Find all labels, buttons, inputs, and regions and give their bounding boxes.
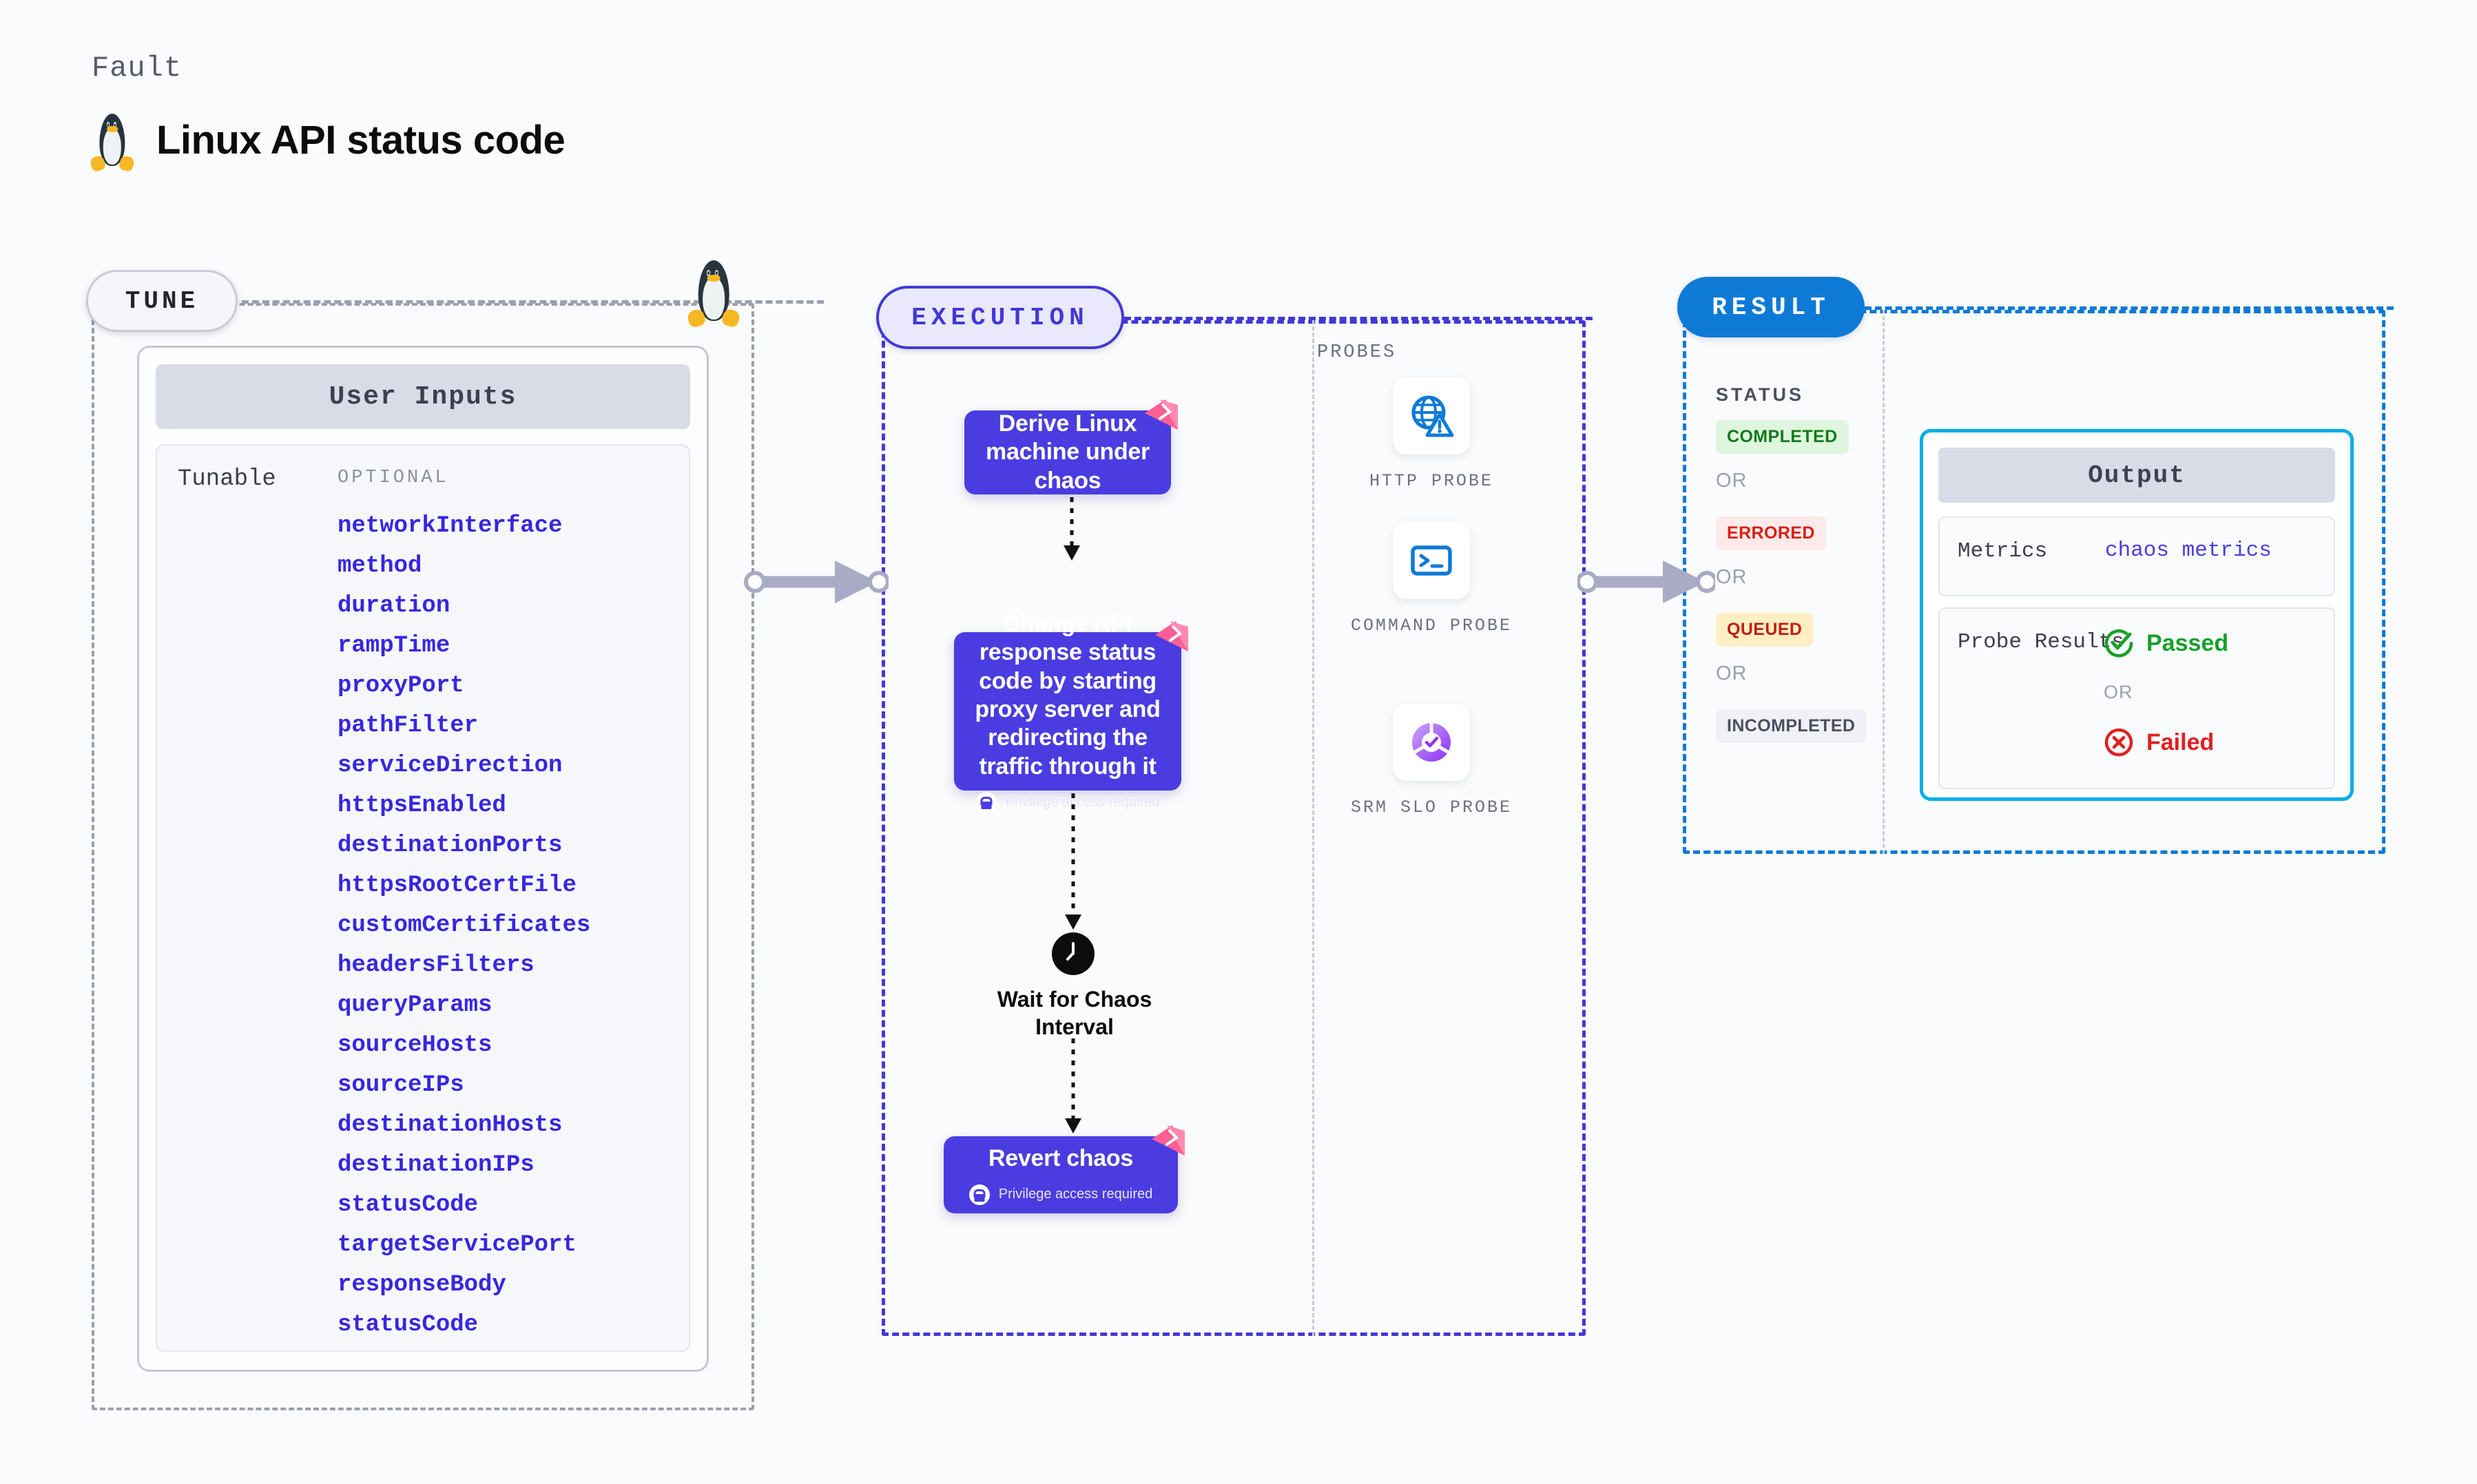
lock-icon <box>968 1184 990 1205</box>
privilege-note-text: Privilege access required <box>1005 794 1160 810</box>
linux-penguin-icon <box>89 110 136 173</box>
tunable-param[interactable]: proxyPort <box>338 673 464 699</box>
execution-step-revert-text: Revert chaos <box>988 1145 1133 1172</box>
tune-panel: TUNE User Inputs Tunable OPTIONAL networ… <box>86 270 824 1410</box>
tunable-param[interactable]: destinationIPs <box>338 1152 535 1178</box>
execution-badge[interactable]: EXECUTION <box>876 286 1124 349</box>
tunable-param[interactable]: targetServicePort <box>338 1232 577 1258</box>
slo-donut-check-icon <box>1393 704 1470 781</box>
tune-top-dashed-connector <box>242 300 824 304</box>
tunable-param[interactable]: headersFilters <box>338 952 535 979</box>
output-card: Output Metrics chaos metrics Probe Resul… <box>1920 429 2354 801</box>
execution-top-dashed-connector <box>1124 317 1593 320</box>
privilege-note: Privilege access required <box>975 792 1160 813</box>
clock-icon <box>1052 932 1095 975</box>
privilege-note-text: Privilege access required <box>998 1187 1153 1202</box>
probe-results-key: Probe Results <box>1958 630 2124 654</box>
result-top-dashed-connector <box>1865 306 2394 310</box>
user-inputs-title: User Inputs <box>156 364 690 429</box>
or-separator: OR <box>1716 470 1748 492</box>
probe-command[interactable]: COMMAND PROBE <box>1349 522 1514 638</box>
page-title: Linux API status code <box>156 117 566 163</box>
fault-eyebrow-label: Fault <box>92 52 183 85</box>
tunable-param[interactable]: duration <box>338 593 450 619</box>
probe-command-label: COMMAND PROBE <box>1350 616 1513 636</box>
privilege-note: Privilege access required <box>968 1184 1153 1205</box>
optional-label: OPTIONAL <box>338 468 449 488</box>
status-badge-completed: COMPLETED <box>1716 420 1849 454</box>
probe-result-passed: Passed <box>2104 628 2228 658</box>
tunable-param[interactable]: customCertificates <box>338 912 591 939</box>
connector-execution-to-result <box>1577 561 1715 603</box>
tunable-param[interactable]: httpsEnabled <box>338 793 506 819</box>
tunable-param[interactable]: method <box>338 553 422 579</box>
tunable-param[interactable]: destinationHosts <box>338 1112 563 1138</box>
tunable-section: Tunable OPTIONAL networkInterface method d… <box>156 444 690 1352</box>
check-circle-icon <box>2104 629 2133 658</box>
probe-result-passed-label: Passed <box>2146 629 2229 656</box>
tunable-param[interactable]: rampTime <box>338 633 450 659</box>
tunable-param[interactable]: pathFilter <box>338 713 479 739</box>
tunable-param[interactable]: sourceIPs <box>338 1072 464 1098</box>
tunable-param[interactable]: queryParams <box>338 992 493 1018</box>
tunable-param[interactable]: serviceDirection <box>338 753 563 779</box>
tunable-param[interactable]: destinationPorts <box>338 833 563 859</box>
globe-warning-icon <box>1393 377 1470 454</box>
probe-srm-slo[interactable]: SRM SLO PROBE <box>1349 704 1514 819</box>
tune-badge[interactable]: TUNE <box>86 270 238 332</box>
connector-change-to-wait <box>1065 793 1081 930</box>
or-separator: OR <box>1716 662 1748 684</box>
status-badge-incompleted: INCOMPLETED <box>1716 709 1867 743</box>
or-separator: OR <box>1716 566 1748 588</box>
probe-http[interactable]: HTTP PROBE <box>1349 377 1514 493</box>
probes-divider <box>1312 320 1314 1336</box>
tunable-param[interactable]: statusCode <box>338 1312 479 1338</box>
or-separator: OR <box>2104 682 2133 702</box>
connector-derive-to-change <box>1064 497 1080 561</box>
terminal-icon <box>1393 522 1470 599</box>
status-badge-errored: ERRORED <box>1716 516 1826 550</box>
metrics-key: Metrics <box>1958 539 2048 563</box>
result-divider <box>1883 310 1885 854</box>
probe-result-failed-label: Failed <box>2146 729 2215 755</box>
connector-tune-to-execution <box>744 561 889 603</box>
probes-title: PROBES <box>1317 342 1397 363</box>
status-title: STATUS <box>1716 384 1804 405</box>
tunable-param[interactable]: httpsRootCertFile <box>338 872 577 899</box>
tunable-param[interactable]: networkInterface <box>338 513 563 539</box>
result-badge[interactable]: RESULT <box>1677 277 1865 337</box>
tunable-parameter-list: networkInterface method duration rampTime pr… <box>338 506 675 1345</box>
user-inputs-card: User Inputs Tunable OPTIONAL networkInte… <box>137 346 709 1372</box>
metrics-value[interactable]: chaos metrics <box>2105 539 2272 563</box>
x-circle-icon <box>2104 728 2133 757</box>
execution-step-change-status-text: Change API response status code by start… <box>975 610 1161 780</box>
execution-step-derive-text: Derive Linux machine under chaos <box>986 410 1150 494</box>
probe-result-failed: Failed <box>2104 727 2214 757</box>
linux-penguin-icon <box>685 256 742 328</box>
probe-http-label: HTTP PROBE <box>1369 471 1494 491</box>
page-title-row: Linux API status code <box>89 110 566 173</box>
status-badge-queued: QUEUED <box>1716 613 1814 647</box>
fault-flag-icon <box>1155 621 1188 651</box>
tunable-param[interactable]: statusCode <box>338 1192 479 1218</box>
metrics-row: Metrics chaos metrics <box>1938 516 2335 596</box>
execution-step-change-status[interactable]: Change API response status code by start… <box>954 611 1188 813</box>
tunable-label: Tunable <box>178 466 276 492</box>
tunable-param[interactable]: responseBody <box>338 1272 506 1298</box>
execution-step-derive[interactable]: Derive Linux machine under chaos <box>964 399 1178 494</box>
fault-flag-icon <box>1145 399 1178 430</box>
wait-for-chaos-interval-label: Wait for Chaos Interval <box>997 987 1152 1039</box>
probe-results-row: Probe Results Passed OR Failed <box>1938 607 2335 789</box>
output-title: Output <box>1938 448 2335 503</box>
execution-step-revert[interactable]: Revert chaos Privilege access required <box>944 1125 1185 1213</box>
tunable-param[interactable]: sourceHosts <box>338 1032 493 1058</box>
connector-wait-to-revert <box>1065 1038 1081 1133</box>
fault-flag-icon <box>1152 1125 1185 1156</box>
lock-icon <box>975 792 997 813</box>
result-panel: RESULT STATUS COMPLETED OR ERRORED OR QU… <box>1677 277 2394 854</box>
probe-srm-slo-label: SRM SLO PROBE <box>1350 797 1513 817</box>
